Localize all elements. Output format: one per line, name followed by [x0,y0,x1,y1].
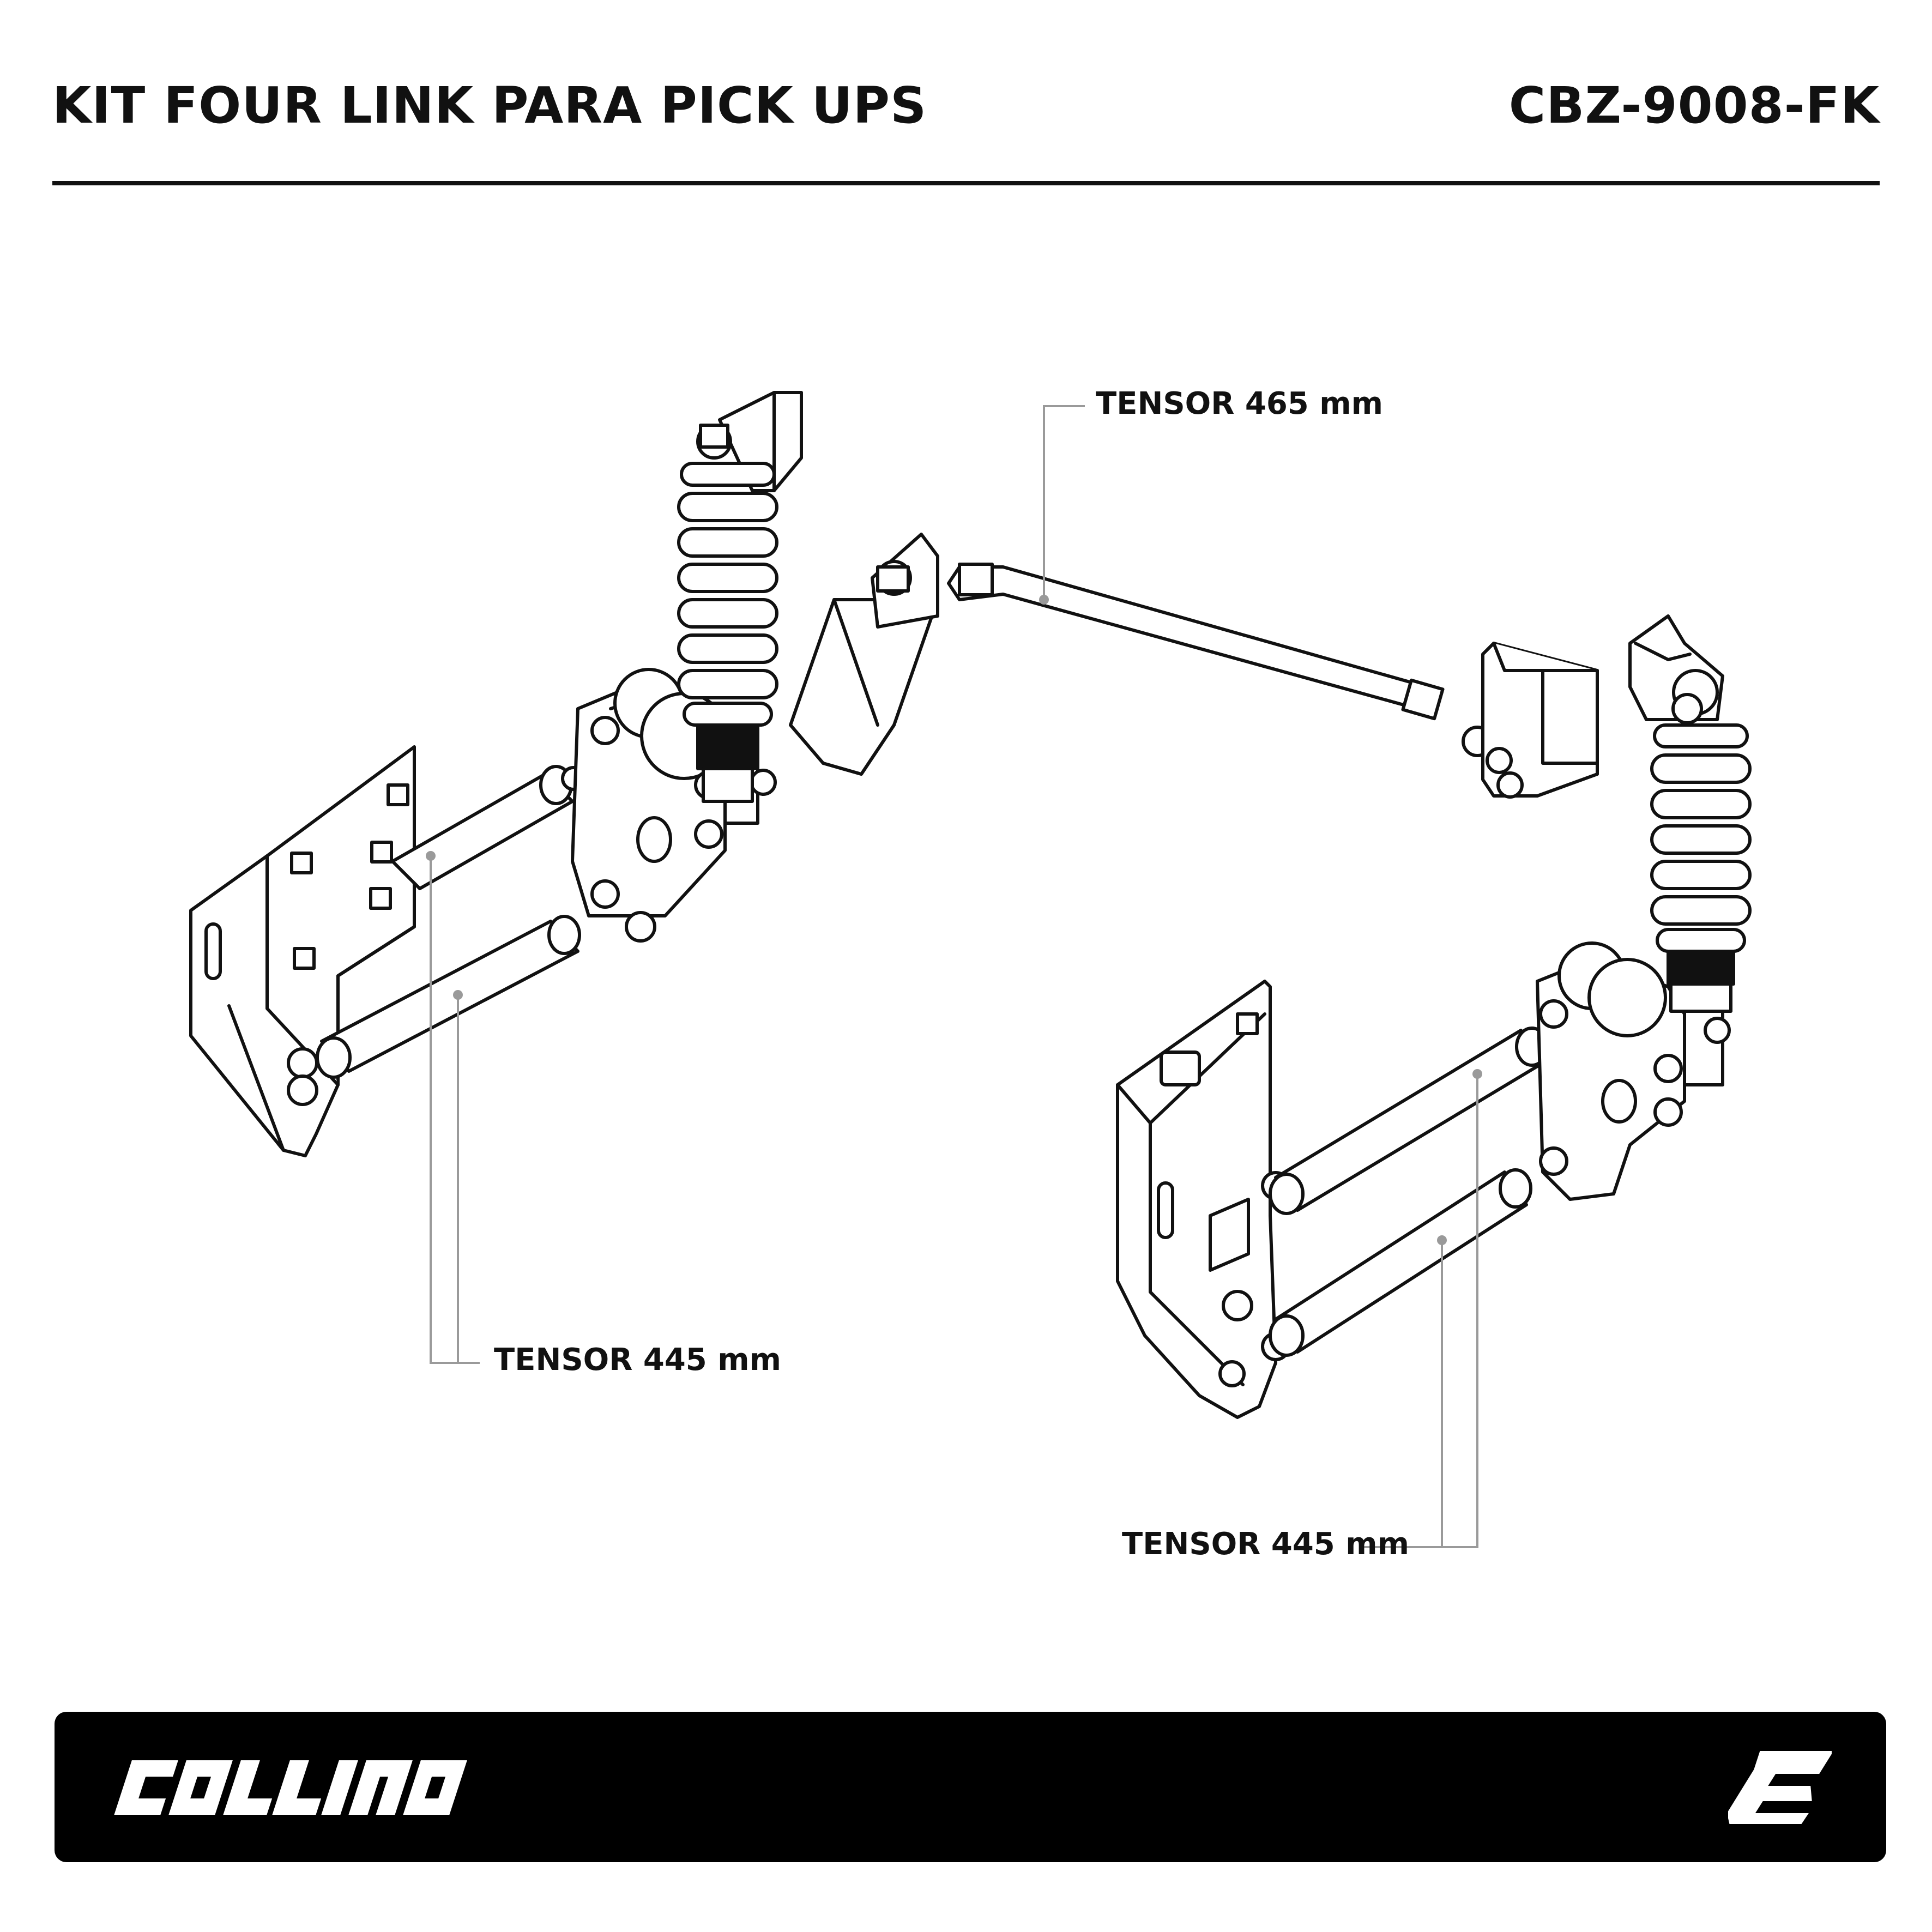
right-coilover [1628,614,1752,1013]
page-title: KIT FOUR LINK PARA PICK UPS [52,76,927,135]
left-upper-tensor [391,765,586,890]
product-code: CBZ-9008-FK [1508,76,1880,135]
left-assembly [189,391,803,1157]
header-divider [52,181,1880,185]
callout-leaders [430,405,1478,1548]
collino-wordmark [114,1760,467,1815]
right-axle-bracket [1536,941,1731,1201]
brand-footer-bar [55,1712,1886,1862]
callout-dots [426,595,1482,1245]
collino-c-logo [1728,1751,1832,1824]
right-lower-tensor [1269,1168,1532,1357]
top-tensor-assembly [789,533,1599,799]
right-assembly [1116,614,1752,1419]
callout-tensor-445-right: TENSOR 445 mm [1122,1526,1409,1562]
left-bracket-bolts [287,783,409,1106]
left-coilover [677,391,803,803]
callout-tensor-445-left: TENSOR 445 mm [494,1342,781,1378]
left-lower-tensor [316,915,581,1079]
callout-tensor-465: TENSOR 465 mm [1096,386,1383,421]
